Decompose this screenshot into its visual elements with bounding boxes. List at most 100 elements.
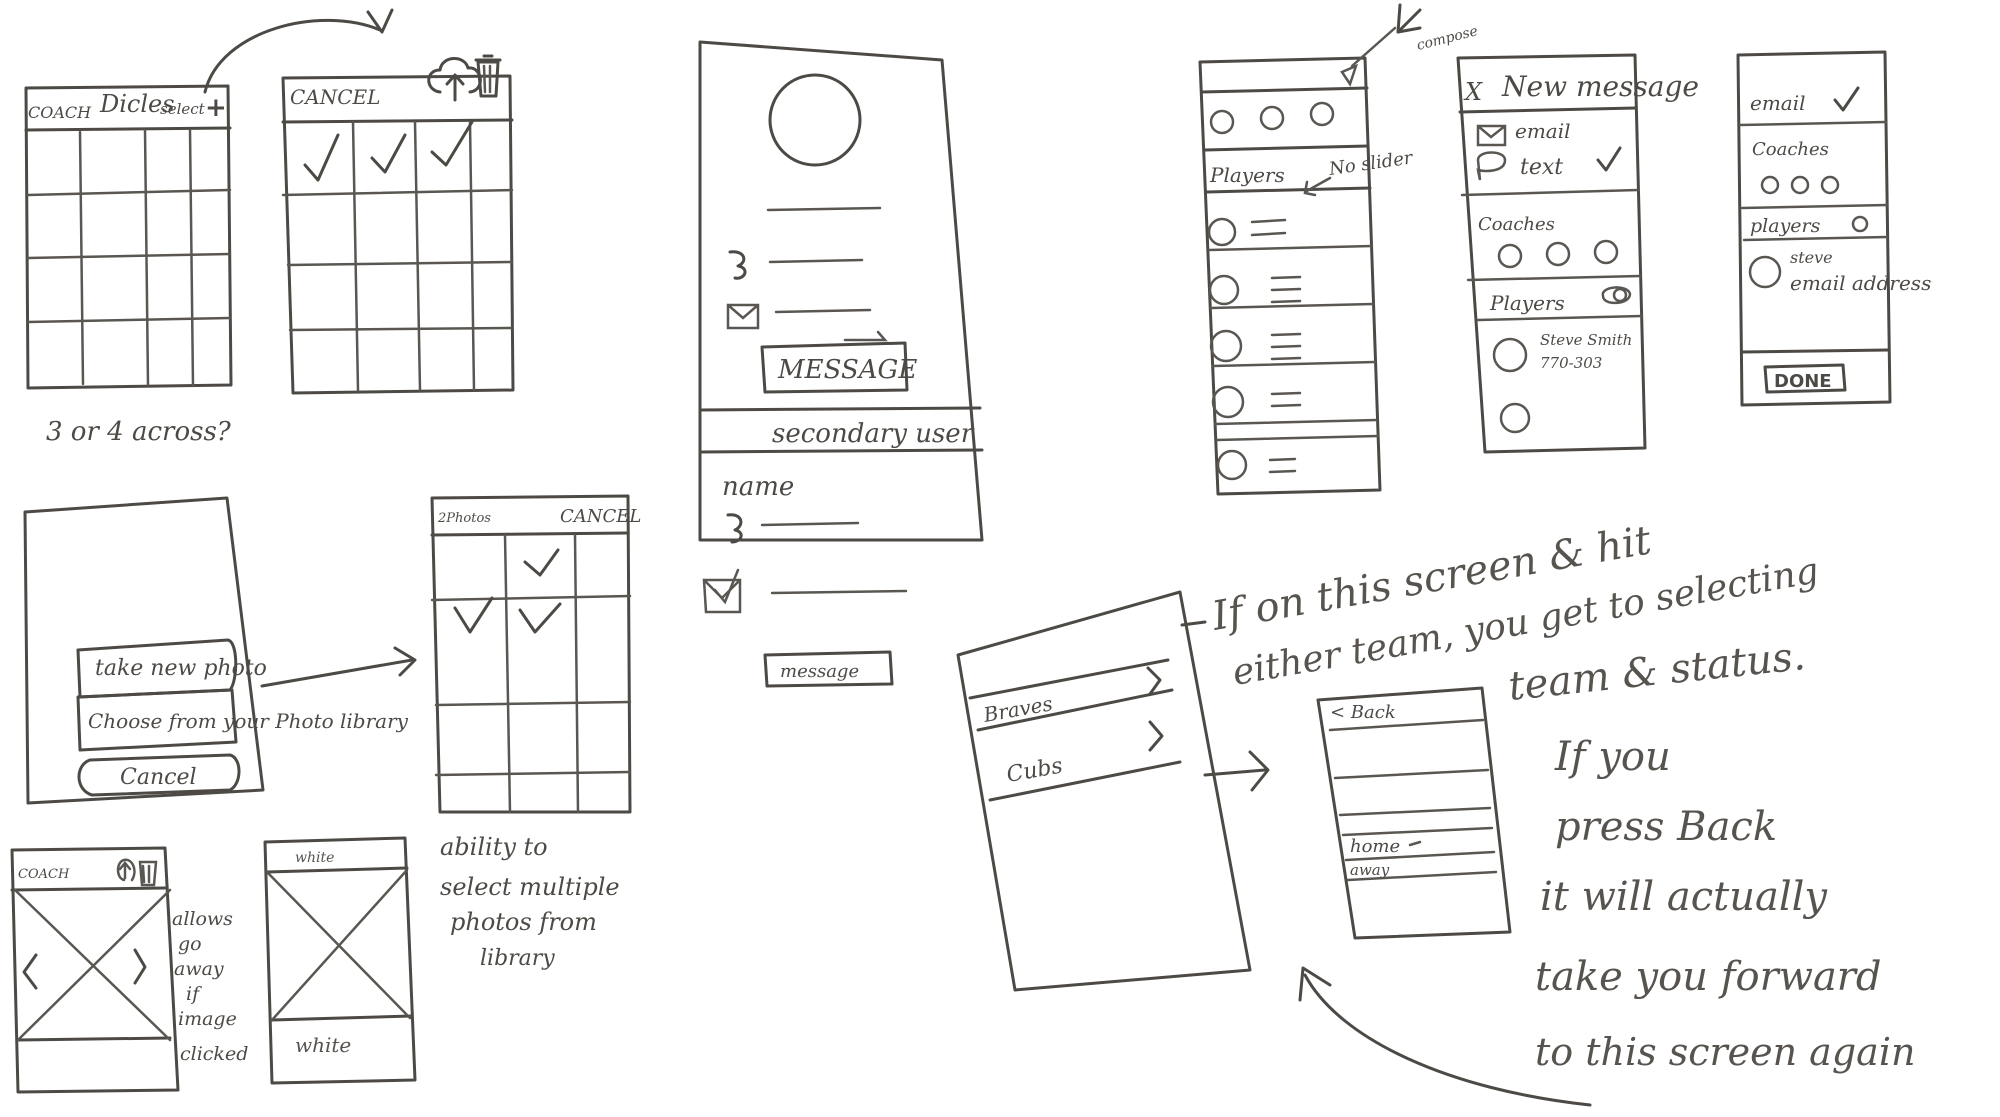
flow-note-line: to this screen again (1535, 1030, 1915, 1074)
player-phone-label: 770-303 (1540, 354, 1602, 372)
secondary-message-button[interactable] (763, 650, 894, 688)
check-icon (518, 602, 562, 634)
avatar (768, 73, 862, 167)
choose-library-option[interactable] (76, 688, 238, 752)
flow-arrow (1303, 973, 1592, 1107)
white-top-label: white (295, 850, 334, 866)
white-viewer-screen: white white (263, 836, 417, 1085)
profile-screen: MESSAGE secondary user name message (698, 40, 984, 688)
secondary-name-label: name (722, 472, 794, 502)
check-icon (453, 596, 494, 634)
picker-coaches-label: Coaches (1752, 139, 1829, 160)
flow-note-line: it will actually (1540, 874, 1828, 920)
flow-note-line: team & status. (1506, 633, 1807, 710)
gallery-select-screen: CANCEL (281, 54, 515, 395)
message-button[interactable] (760, 341, 909, 394)
message-button-label: MESSAGE (777, 355, 917, 385)
compose-arrow-icon (1396, 3, 1422, 34)
chevron-left-icon[interactable] (22, 953, 38, 990)
picker-steve-name: steve (1790, 248, 1833, 267)
player-avatar (1207, 217, 1237, 247)
viewer-note-line: clicked (180, 1043, 248, 1065)
roster-screen: compose Players No slider (1198, 3, 1480, 496)
flow-note-line: press Back (1555, 804, 1777, 850)
player-avatar (1499, 402, 1531, 434)
picker-email-label[interactable]: email (1750, 91, 1806, 115)
status-away-option[interactable]: away (1350, 861, 1390, 879)
viewer-note-line: away (174, 958, 224, 980)
action-cancel-button[interactable] (77, 753, 241, 797)
team-list-screen: Braves Cubs (956, 590, 1270, 992)
compose-icon[interactable] (1340, 63, 1359, 87)
team-cubs-item[interactable]: Cubs (1005, 753, 1065, 787)
back-button[interactable]: < Back (1330, 702, 1396, 723)
trash-icon[interactable] (138, 860, 158, 887)
new-message-email-label[interactable]: email (1515, 119, 1571, 143)
phone-icon (728, 250, 747, 280)
new-message-screen: X New message email text Coaches Players… (1456, 53, 1699, 454)
new-message-title: New message (1501, 70, 1699, 103)
flow-arrow (203, 18, 382, 94)
check-icon (1596, 146, 1622, 172)
player-avatar (1209, 329, 1243, 363)
check-icon (1833, 86, 1860, 112)
check-icon (303, 133, 340, 182)
gallery-add-button[interactable]: + (205, 93, 227, 123)
phone-icon (726, 513, 743, 544)
check-icon (370, 133, 407, 174)
picker-steve-address: email address (1790, 271, 1931, 295)
picker-note-line: select multiple (440, 873, 620, 901)
players-header-label: Players (1209, 163, 1285, 187)
viewer-note-line: image (178, 1008, 237, 1030)
compose-label: compose (1415, 23, 1479, 54)
viewer-coach-label: COACH (18, 867, 70, 882)
picker-cancel-button[interactable]: CANCEL (560, 506, 641, 527)
gallery-title: Dicles (99, 90, 175, 118)
player-avatar (1216, 449, 1248, 481)
flow-arrow (260, 658, 414, 688)
new-message-coaches-label: Coaches (1478, 214, 1555, 235)
status-home-option[interactable]: home (1350, 836, 1400, 857)
gallery-select-label[interactable]: select (160, 100, 206, 118)
chevron-right-icon (1148, 720, 1164, 752)
flow-note-line: take you forward (1535, 954, 1882, 1000)
gallery-question-note: 3 or 4 across? (46, 417, 232, 447)
action-cancel-label: Cancel (120, 765, 197, 790)
check-icon (430, 120, 474, 167)
image-placeholder (265, 868, 412, 1022)
toggle-switch[interactable] (1851, 215, 1869, 233)
flow-note: If on this screen & hit either team, you… (1208, 517, 1915, 1107)
secondary-message-label: message (780, 661, 859, 682)
gallery-screen: COACH Dicles select + 3 or 4 across? (24, 8, 394, 447)
check-icon (523, 548, 560, 577)
chevron-right-icon[interactable] (133, 948, 147, 985)
close-icon[interactable]: X (1463, 78, 1483, 106)
flow-arrow (1203, 768, 1267, 777)
picker-note-line: library (480, 946, 555, 971)
viewer-note-line: if (186, 983, 202, 1005)
no-slider-note: No slider (1327, 147, 1415, 180)
secondary-user-label: secondary user (772, 419, 975, 449)
email-icon (726, 303, 760, 330)
email-picker-screen: email Coaches players steve email addres… (1736, 50, 1931, 407)
flow-note-line: If you (1554, 734, 1671, 780)
toggle-switch[interactable] (1601, 286, 1632, 305)
action-sheet-screen: take new photo Choose from your Photo li… (23, 496, 417, 805)
team-status-screen: < Back home away (1316, 686, 1512, 940)
choose-library-label: Choose from your Photo library (88, 709, 409, 733)
white-bottom-label: white (295, 1033, 351, 1057)
gallery-coach-label: COACH (28, 103, 92, 122)
photo-count-label: 2Photos (437, 511, 491, 526)
new-message-players-label: Players (1489, 291, 1565, 315)
trash-icon[interactable] (474, 54, 502, 98)
player-name-label: Steve Smith (1540, 331, 1632, 349)
email-icon (1476, 124, 1507, 147)
new-message-text-label[interactable]: text (1520, 155, 1563, 180)
image-placeholder (13, 888, 172, 1042)
cloud-upload-icon[interactable] (427, 57, 482, 102)
done-button[interactable] (1763, 363, 1847, 394)
upload-icon[interactable] (116, 858, 136, 882)
photo-picker-screen: 2Photos CANCEL ability to select multipl… (430, 494, 641, 971)
gallery-cancel-button[interactable]: CANCEL (290, 85, 380, 109)
